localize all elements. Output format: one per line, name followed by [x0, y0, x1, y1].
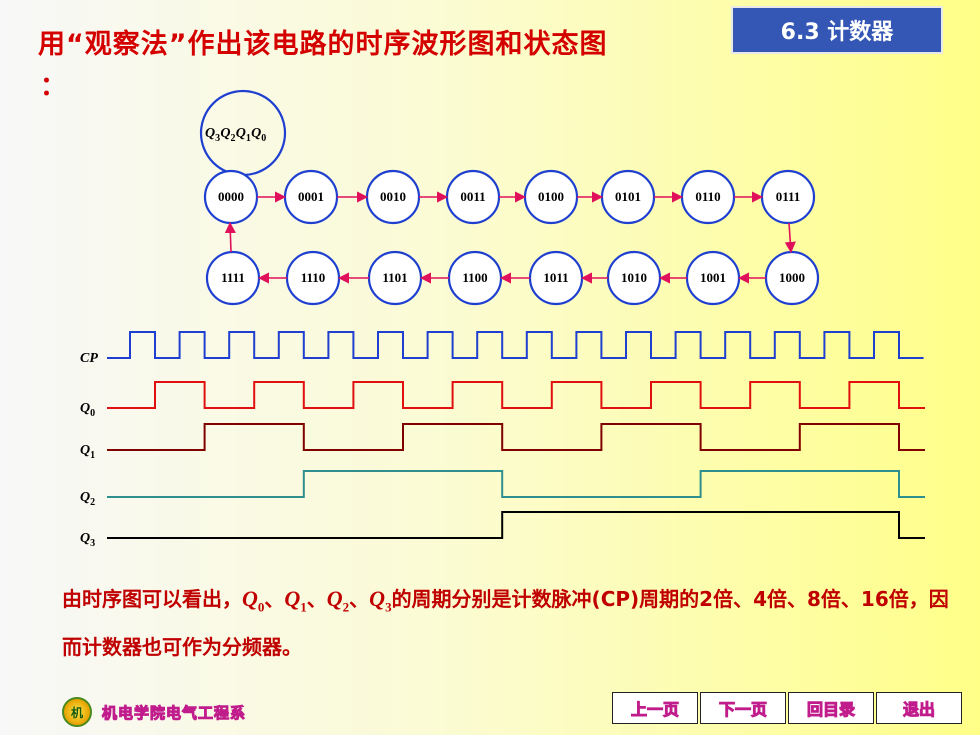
waveform-label-q1: Q1 — [80, 443, 95, 461]
timing-waveforms — [107, 331, 925, 539]
state-legend: Q3 Q2 Q1 Q0 — [199, 89, 287, 177]
svg-text:1100: 1100 — [462, 270, 487, 285]
waveform-label-q2: Q2 — [80, 490, 95, 508]
state-1000: 1000 — [764, 250, 820, 306]
state-0011: 0011 — [445, 169, 501, 225]
exit-button[interactable]: 退出 — [876, 692, 962, 724]
state-0101: 0101 — [600, 169, 656, 225]
summary-q0: Q0 — [242, 586, 265, 615]
state-0100: 0100 — [523, 169, 579, 225]
summary-q1: Q1 — [284, 586, 307, 615]
state-1001: 1001 — [685, 250, 741, 306]
waveform-label-q3: Q3 — [80, 531, 95, 549]
title-colon: ： — [40, 72, 67, 102]
school-logo: 机 机电学院电气工程系 — [62, 697, 246, 727]
svg-text:1110: 1110 — [301, 270, 326, 285]
state-0000: 0000 — [203, 169, 259, 225]
state-1100: 1100 — [447, 250, 503, 306]
school-name: 机电学院电气工程系 — [101, 703, 247, 722]
state-1111: 1111 — [205, 250, 261, 306]
svg-text:0100: 0100 — [538, 189, 564, 204]
state-0111: 0111 — [760, 169, 816, 225]
svg-text:1011: 1011 — [543, 270, 568, 285]
svg-text:0111: 0111 — [776, 189, 801, 204]
state-arrows — [224, 191, 796, 284]
waveform-q3 — [107, 511, 925, 539]
prev-page-button[interactable]: 上一页 — [612, 692, 698, 724]
svg-text:1111: 1111 — [221, 270, 245, 285]
summary-q2: Q2 — [326, 586, 350, 615]
state-legend-label: Q3 Q2 Q1 Q0 — [205, 126, 266, 144]
summary-q3: Q3 — [369, 586, 392, 615]
svg-text:0110: 0110 — [695, 189, 720, 204]
school-logo-icon: 机 — [62, 697, 92, 727]
svg-text:1101: 1101 — [382, 270, 407, 285]
svg-text:0010: 0010 — [380, 189, 406, 204]
waveform-cp — [107, 331, 924, 359]
waveform-q1 — [107, 423, 925, 451]
svg-text:1000: 1000 — [779, 270, 805, 285]
page-title: 用“观察法”作出该电路的时序波形图和状态图 — [38, 29, 608, 60]
state-1010: 1010 — [606, 250, 662, 306]
svg-text:0011: 0011 — [460, 189, 485, 204]
waveform-q2 — [107, 470, 925, 498]
waveform-label-q0: Q0 — [80, 401, 95, 419]
diagram-canvas: Q3 Q2 Q1 Q0 0000 0001 0010 0011 0100 0101 0110… — [80, 89, 925, 549]
state-1110: 1110 — [285, 250, 341, 306]
state-1011: 1011 — [528, 250, 584, 306]
waveform-q0 — [107, 381, 925, 409]
summary-text: 由时序图可以看出，Q0、Q1、Q2、Q3的周期分别是计数脉冲(CP)周期的2倍、… — [62, 586, 949, 660]
toc-button[interactable]: 回目录 — [788, 692, 874, 724]
waveform-label-cp: CP — [80, 351, 98, 366]
svg-text:0001: 0001 — [298, 189, 324, 204]
state-0110: 0110 — [680, 169, 736, 225]
state-diagram: 0000 0001 0010 0011 0100 0101 0110 0111 1111 1110… — [203, 169, 820, 306]
state-0010: 0010 — [365, 169, 421, 225]
section-tag: 6.3 计数器 — [733, 8, 941, 52]
svg-text:0101: 0101 — [615, 189, 641, 204]
svg-text:1010: 1010 — [621, 270, 647, 285]
state-1101: 1101 — [367, 250, 423, 306]
state-0001: 0001 — [283, 169, 339, 225]
svg-text:0000: 0000 — [218, 189, 244, 204]
nav-bar: 上一页 下一页 回目录 退出 — [612, 692, 962, 724]
next-page-button[interactable]: 下一页 — [700, 692, 786, 724]
svg-text:1001: 1001 — [700, 270, 726, 285]
